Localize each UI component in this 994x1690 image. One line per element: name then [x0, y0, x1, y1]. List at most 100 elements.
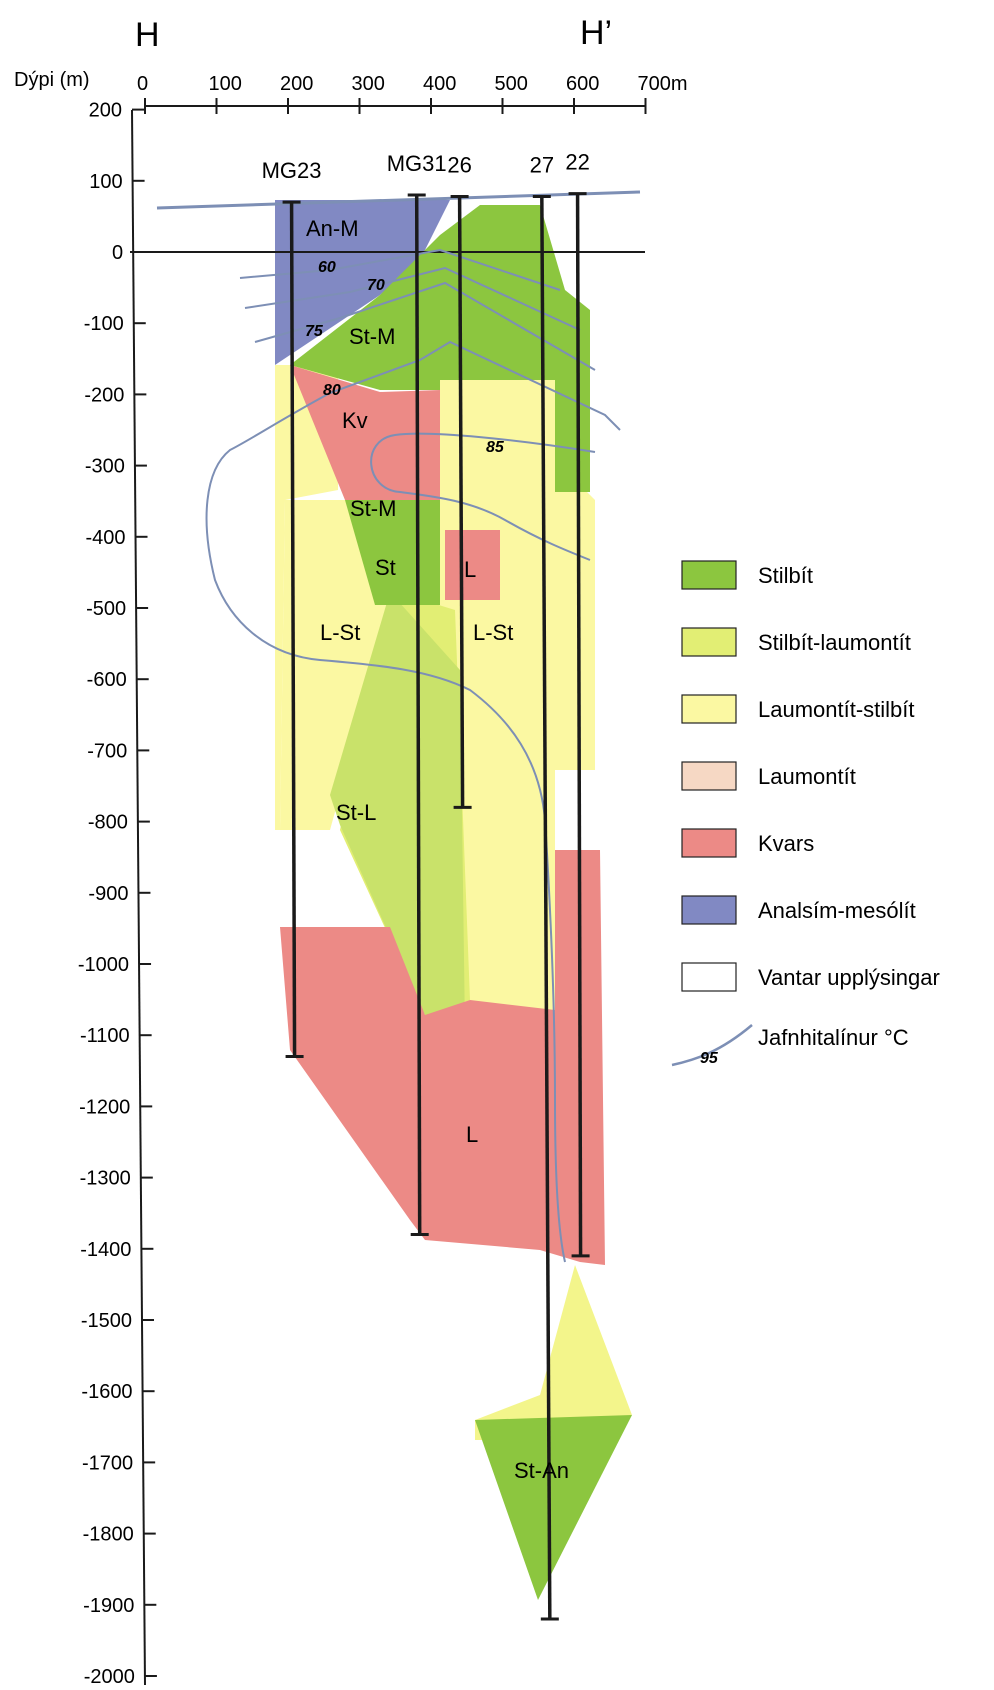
- y-tick-label: -300: [85, 456, 125, 478]
- zone-stilbit-bottom: [475, 1415, 632, 1600]
- zone-label-st-l: St-L: [336, 800, 376, 825]
- y-tick-label: -1300: [80, 1168, 131, 1190]
- legend-label-vantar: Vantar upplýsingar: [758, 965, 940, 990]
- y-tick-label: -1000: [78, 954, 129, 976]
- isotherm-lines: [205, 248, 621, 1263]
- zone-kvars-upper: [290, 365, 440, 500]
- well-mg31-line: [414, 195, 422, 1235]
- legend-swatch-stilbit: [681, 560, 737, 590]
- y-ticks: 200 100 0 -100 -200 -300 -400 -500 -600 -700 -800 -…: [78, 100, 157, 1688]
- legend-label-kvars: Kvars: [758, 831, 814, 856]
- zone-label-l-lower: L: [466, 1122, 478, 1147]
- y-tick-label: 0: [112, 242, 123, 264]
- isotherm-label-85: 85: [486, 439, 505, 456]
- x-tick-label: 600: [566, 73, 599, 95]
- well-mg31-label: MG31: [387, 151, 447, 176]
- y-tick-label: -1800: [83, 1524, 134, 1546]
- y-tick-label: -1200: [79, 1096, 130, 1118]
- isotherm-75: [254, 281, 596, 371]
- legend-swatch-vantar: [681, 962, 737, 992]
- zone-label-l-st-left: L-St: [320, 620, 360, 645]
- zone-st-l-diamond: [330, 592, 465, 1030]
- legend-isotherm-line: [671, 1024, 753, 1067]
- y-tick-label: -200: [84, 384, 124, 406]
- isotherm-70: [244, 266, 581, 331]
- zone-kvars-lower: [280, 850, 605, 1265]
- section-end-label: H’: [580, 14, 612, 52]
- legend-label-laumontit: Laumontít: [758, 764, 856, 789]
- x-tick-label: 700m: [638, 73, 688, 95]
- well-mg23-line: [289, 202, 297, 1057]
- x-tick-label: 300: [352, 73, 385, 95]
- zone-analsim-mesolit: [270, 200, 450, 365]
- well-26-line: [457, 196, 465, 808]
- zone-labels: An-M St-M Kv St-M St L L-St L-St St-L L …: [306, 216, 569, 1483]
- legend: Stilbít Stilbít-laumontít Laumontít-stil…: [671, 560, 940, 1067]
- zone-stilbit-laumontit-lower: [475, 1265, 632, 1440]
- legend-label-stilbit-laumontit: Stilbít-laumontít: [758, 630, 911, 655]
- y-tick-label: -500: [86, 598, 126, 620]
- x-tick-label: 500: [495, 73, 528, 95]
- zone-laumontit-stilbit-left: [275, 365, 338, 830]
- isotherm-labels: 60 70 75 80 85: [305, 259, 505, 456]
- ground-surface-line: [156, 190, 641, 210]
- legend-swatch-stilbit-laumontit: [681, 627, 737, 657]
- isotherm-label-70: 70: [367, 277, 385, 294]
- zone-label-kv: Kv: [342, 408, 368, 433]
- isotherm-label-80: 80: [323, 382, 341, 399]
- legend-isotherm-value: 95: [700, 1050, 719, 1067]
- y-tick-label: -1500: [81, 1310, 132, 1332]
- zone-label-st: St: [375, 555, 396, 580]
- y-tick-label: -1900: [83, 1595, 134, 1617]
- y-tick-label: -900: [88, 883, 128, 905]
- y-tick-label: -400: [85, 527, 125, 549]
- y-tick-label: 100: [89, 171, 122, 193]
- isotherm-85: [205, 392, 566, 1263]
- y-tick-label: -800: [88, 812, 128, 834]
- zone-kvars-l: [445, 530, 500, 600]
- y-tick-label: -1700: [82, 1452, 133, 1474]
- zone-label-l-upper: L: [464, 557, 476, 582]
- legend-swatch-laumontit-stilbit: [681, 694, 737, 724]
- legend-label-analsim-mesolit: Analsím-mesólít: [758, 898, 916, 923]
- x-tick-label: 0: [137, 73, 148, 95]
- y-tick-label: 200: [89, 100, 122, 122]
- well-mg23-label: MG23: [262, 158, 322, 183]
- y-tick-label: -1100: [80, 1025, 130, 1047]
- isotherm-label-75: 75: [305, 323, 324, 340]
- well-22-line: [575, 193, 583, 1256]
- isotherm-label-60: 60: [318, 259, 336, 276]
- zone-label-st-m-lower: St-M: [350, 496, 396, 521]
- y-tick-label: -1600: [81, 1381, 132, 1403]
- isotherm-60: [239, 248, 561, 291]
- isotherm-85-loop: [370, 432, 596, 561]
- well-27-line: [540, 196, 552, 1620]
- y-tick-label: -700: [87, 740, 127, 762]
- zone-label-st-an: St-An: [514, 1458, 569, 1483]
- y-axis-label: Dýpi (m): [14, 69, 90, 91]
- x-tick-label: 400: [423, 73, 456, 95]
- alteration-zones: [270, 200, 632, 1600]
- legend-swatch-laumontit: [681, 761, 737, 791]
- x-tick-label: 100: [209, 73, 242, 95]
- zone-label-st-m-upper: St-M: [349, 324, 395, 349]
- isotherm-80: [329, 340, 621, 431]
- x-tick-label: 200: [280, 73, 313, 95]
- y-tick-label: -1400: [80, 1239, 131, 1261]
- section-start-label: H: [135, 16, 160, 54]
- y-tick-label: -100: [84, 313, 124, 335]
- well-27-label: 27: [530, 152, 554, 177]
- y-axis-line: [131, 109, 146, 1686]
- y-tick-label: -2000: [84, 1666, 135, 1688]
- well-26-label: 26: [447, 152, 471, 177]
- y-tick-label: -600: [87, 669, 127, 691]
- zone-label-l-st-right: L-St: [473, 620, 513, 645]
- x-ticks: 0 100 200 300 400 500 600 700m: [137, 73, 688, 114]
- legend-swatch-kvars: [681, 828, 737, 858]
- legend-label-stilbit: Stilbít: [758, 563, 813, 588]
- well-22-label: 22: [565, 150, 589, 175]
- legend-swatch-analsim-mesolit: [681, 895, 737, 925]
- zone-label-an-m: An-M: [306, 216, 359, 241]
- axes: 0 100 200 300 400 500 600 700m 200 100 0 -100 -200 -…: [14, 69, 688, 1688]
